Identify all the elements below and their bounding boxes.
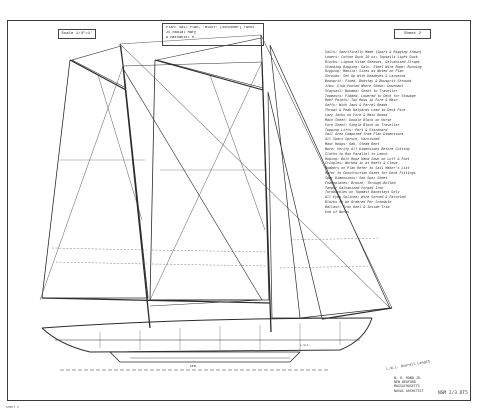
note-line: Tangs: Galvanized Forged Iron — [325, 185, 384, 190]
credit-line: NEW BEDFORD — [394, 380, 416, 385]
note-line: Main Sheet: Double Block on Horse — [325, 117, 392, 122]
sheer-line — [41, 317, 373, 329]
mainsail — [149, 59, 270, 301]
note-line: Ballast: Iron Keel & Inside Trim — [325, 205, 390, 209]
rigging-notes: Sails: Specifically Made (Spars & Riggin… — [325, 50, 462, 265]
title-line-1: Plan: Sail Plan, 'MISSY' (Schooner) Yach… — [166, 26, 255, 30]
note-line: Cringles: Worked in at Reefs & Clews — [325, 161, 398, 166]
foretopmast — [119, 43, 124, 67]
note-line: Refer to Construction Sheet for Deck Fit… — [325, 171, 416, 176]
credit-line: MASSACHUSETTS — [394, 384, 420, 389]
designer-credit: W. H. HAND JR. NEW BEDFORD MASSACHUSETTS… — [394, 376, 462, 393]
note-line: Lazy Jacks on Fore & Main Booms — [325, 112, 388, 117]
plan-number: NSM 2/3 DT5 — [438, 391, 468, 396]
note-line: Sail Area Computed from Plan Dimensions — [325, 132, 404, 137]
note-line: Numbers on Plan Refer to Sail Maker's Li… — [325, 166, 410, 171]
note-line: Jibs: Club-Footed Where Shown: Downhaul — [325, 83, 404, 88]
note-line: Standing Rigging: Galv. Steel Wire Rope:… — [325, 64, 422, 69]
bowsprit — [321, 307, 393, 320]
note-line: Shrouds: Set Up With Deadeyes & Lanyards — [325, 74, 406, 79]
sheet-border — [7, 20, 471, 401]
note-line: Mast Hoops: Oak, Steam Bent — [325, 142, 380, 147]
note-line: All Spars Spruce, Varnished — [325, 137, 380, 142]
note-line: Blocks to be Ordered Per Schedule — [325, 200, 392, 205]
note-line: Reef Points: Two Rows in Fore & Main — [325, 98, 398, 103]
keel — [109, 351, 301, 363]
title-line-3: # Nathaniel H. — [166, 36, 197, 40]
note-line: Staysail: Boomed; Sheet to Traveller — [325, 88, 398, 93]
note-line: Cloths to Run Parallel to Leech — [325, 151, 388, 156]
note-line: Spar Dimensions: See Spar Sheet — [325, 175, 388, 180]
note-line: Sails: Specifically Made (Spars & Riggin… — [325, 50, 422, 54]
corner-mark: SHEET 2 — [6, 405, 19, 409]
scale-label: Scale 1/4"=1' — [58, 29, 96, 39]
main-topsail — [156, 37, 264, 89]
note-line: Chainplates: Bronze, Through-Bolted — [325, 180, 396, 185]
foresail — [41, 59, 149, 299]
note-line: All Eyes Spliced; Wire Served & Parceled — [325, 195, 406, 200]
sheet-number: Sheet 2 — [394, 29, 431, 39]
note-line: Rigging: Manila: Sizes as Noted on Plan — [325, 69, 404, 74]
note-line: Blocks: Lignum Vitae Sheaves, Galvanized… — [325, 59, 420, 64]
fore-staysail — [123, 69, 263, 307]
note-line: Lowers: Cotton Duck 10 oz: Topsails Ligh… — [325, 54, 418, 59]
credit-line: NAVAL ARCHITECT — [394, 388, 424, 393]
mainboom — [41, 297, 271, 304]
title-block: Plan: Sail Plan, 'MISSY' (Schooner) Yach… — [162, 23, 264, 46]
note-line: Gaffs: With Jaws & Parrel Beads — [325, 103, 388, 108]
hull — [41, 317, 373, 371]
note-line: Fore Sheet: Single Block on Traveller — [325, 122, 400, 127]
note-line: Bowsprit: Fixed, Bobstay & Bowsprit Shro… — [325, 79, 412, 84]
credit-line: W. H. HAND JR. — [394, 376, 422, 380]
fore-topsail — [71, 45, 127, 89]
jib — [269, 44, 391, 319]
note-line: Roping: Bolt Rope Hand Sewn on Luff & Fo… — [325, 156, 410, 161]
note-line: Note: Verify All Dimensions Before Cutti… — [325, 146, 410, 151]
hull-profile — [41, 317, 373, 353]
note-line: End of Notes — [325, 209, 350, 214]
note-line: Topmasts: Fidded, Lowered to Deck for St… — [325, 93, 416, 98]
note-line: Turnbuckles on Topmast Backstays Only — [325, 190, 400, 195]
title-line-2: 25 Radial Mary — [166, 31, 197, 35]
keel-label: KEEL — [190, 364, 198, 368]
waterline-label: L.W.L. — [300, 343, 311, 347]
staysail — [267, 91, 323, 319]
note-line: Throat & Peak Halyards Lead to Deck Pins — [325, 108, 406, 113]
foremast — [122, 65, 151, 329]
note-line: Topping Lifts: Port & Starboard — [325, 127, 388, 132]
